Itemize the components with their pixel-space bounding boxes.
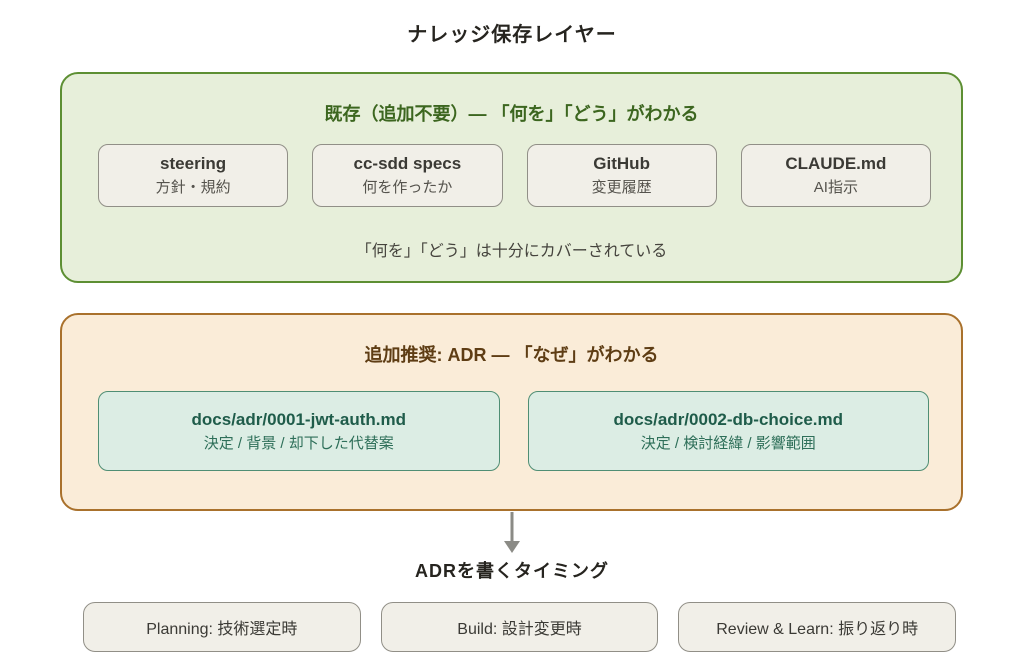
timing-node-review-learn: Review & Learn: 振り返り時 [678, 602, 957, 652]
node-github: GitHub 変更履歴 [526, 144, 717, 207]
adr-panel-heading: 追加推奨: ADR — 「なぜ」がわかる [364, 345, 659, 365]
node-title: docs/adr/0002-db-choice.md [613, 409, 844, 429]
node-adr-0001-jwt-auth: docs/adr/0001-jwt-auth.md 決定 / 背景 / 却下した… [98, 391, 500, 471]
timing-node-planning: Planning: 技術選定時 [83, 602, 361, 652]
node-subtitle: 決定 / 検討経緯 / 影響範囲 [640, 434, 816, 452]
node-subtitle: 方針・規約 [155, 179, 231, 196]
timing-heading: ADRを書くタイミング [415, 561, 609, 581]
existing-panel-note: 「何を」「どう」は十分にカバーされている [355, 243, 668, 260]
node-claude-md: CLAUDE.md AI指示 [740, 144, 931, 207]
node-adr-0002-db-choice: docs/adr/0002-db-choice.md 決定 / 検討経緯 / 影… [527, 391, 929, 471]
node-subtitle: 何を作ったか [362, 179, 453, 196]
node-subtitle: AI指示 [813, 179, 858, 196]
node-title: CLAUDE.md [785, 154, 887, 173]
node-title: cc-sdd specs [353, 154, 462, 173]
node-title: docs/adr/0001-jwt-auth.md [191, 409, 406, 429]
timing-node-build: Build: 設計変更時 [380, 602, 659, 652]
node-subtitle: 決定 / 背景 / 却下した代替案 [203, 434, 394, 452]
existing-panel-heading: 既存（追加不要）— 「何を」「どう」がわかる [324, 104, 699, 124]
existing-knowledge-panel: 既存（追加不要）— 「何を」「どう」がわかる steering 方針・規約 cc… [60, 72, 963, 283]
node-title: steering [160, 154, 227, 173]
node-title: GitHub [593, 154, 650, 173]
adr-recommendation-panel: 追加推奨: ADR — 「なぜ」がわかる docs/adr/0001-jwt-a… [60, 313, 963, 511]
node-subtitle: 変更履歴 [591, 179, 652, 196]
adr-items-row: docs/adr/0001-jwt-auth.md 決定 / 背景 / 却下した… [98, 391, 929, 471]
diagram-title: ナレッジ保存レイヤー [407, 24, 617, 46]
node-cc-sdd-specs: cc-sdd specs 何を作ったか [312, 144, 503, 207]
existing-items-row: steering 方針・規約 cc-sdd specs 何を作ったか GitHu… [98, 144, 931, 207]
node-steering: steering 方針・規約 [98, 144, 289, 207]
timing-row: Planning: 技術選定時 Build: 設計変更時 Review & Le… [83, 602, 957, 652]
down-arrow-icon [504, 512, 520, 553]
